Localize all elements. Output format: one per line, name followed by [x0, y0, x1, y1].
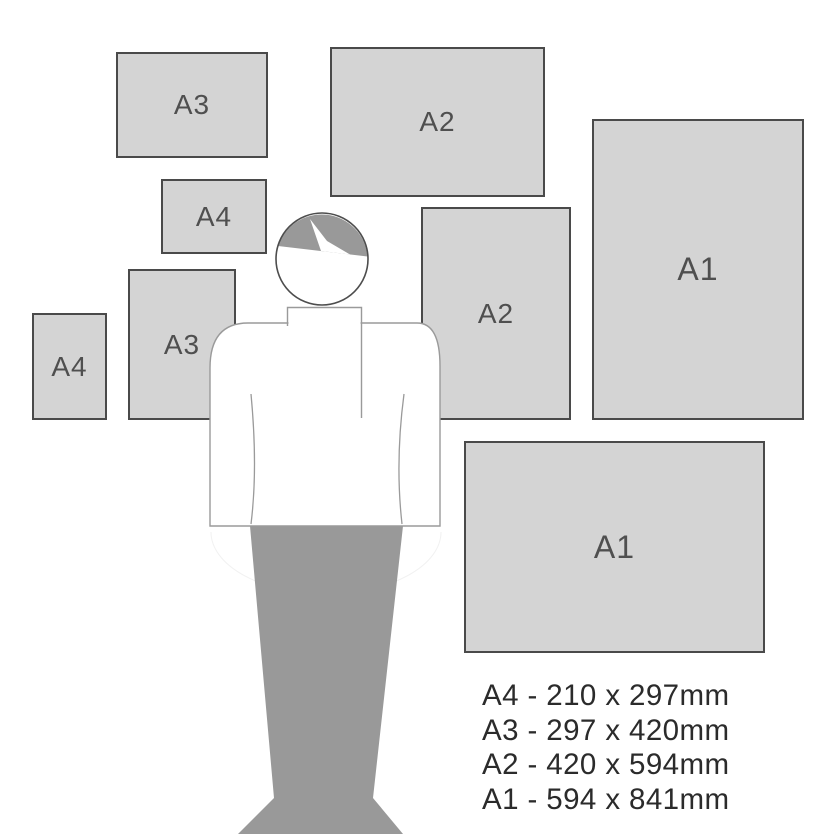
- person-hair-parting: [310, 219, 350, 255]
- paper-size-label: A1: [593, 528, 636, 565]
- person-arm-line-left: [250, 393, 256, 525]
- paper-size-label: A2: [419, 106, 456, 137]
- legend-line: A4 - 210 x 297mm: [482, 679, 730, 712]
- paper-size-label: A1: [677, 251, 719, 287]
- person-skirt: [238, 526, 403, 834]
- person-hair: [278, 214, 368, 257]
- paper-size-label: A3: [163, 328, 201, 360]
- legend-line: A3 - 297 x 420mm: [482, 713, 730, 747]
- paper-size-label: A3: [173, 89, 211, 120]
- legend-line: A2 - 420 x 594mm: [482, 748, 730, 782]
- person-collar: [286, 306, 363, 418]
- size-legend: A4 - 210 x 297mm A3 - 297 x 420mm A2 - 4…: [482, 679, 729, 817]
- paper-a4-landscape: A4: [161, 179, 267, 254]
- paper-size-label: A2: [477, 297, 515, 329]
- paper-a2-portrait: A2: [421, 207, 571, 420]
- paper-a2-landscape: A2: [330, 47, 545, 197]
- paper-size-label: A4: [195, 200, 233, 232]
- paper-size-label: A4: [51, 350, 88, 382]
- person-arm-line-right: [398, 393, 405, 525]
- paper-a3-landscape: A3: [116, 52, 268, 158]
- legend-line: A1 - 594 x 841mm: [482, 782, 730, 816]
- paper-a1-landscape: A1: [464, 441, 765, 653]
- paper-a1-portrait: A1: [592, 119, 804, 420]
- person-torso: [209, 322, 441, 527]
- paper-a4-portrait: A4: [32, 313, 107, 420]
- person-neck: [288, 306, 361, 325]
- person-head-outline: [275, 212, 369, 306]
